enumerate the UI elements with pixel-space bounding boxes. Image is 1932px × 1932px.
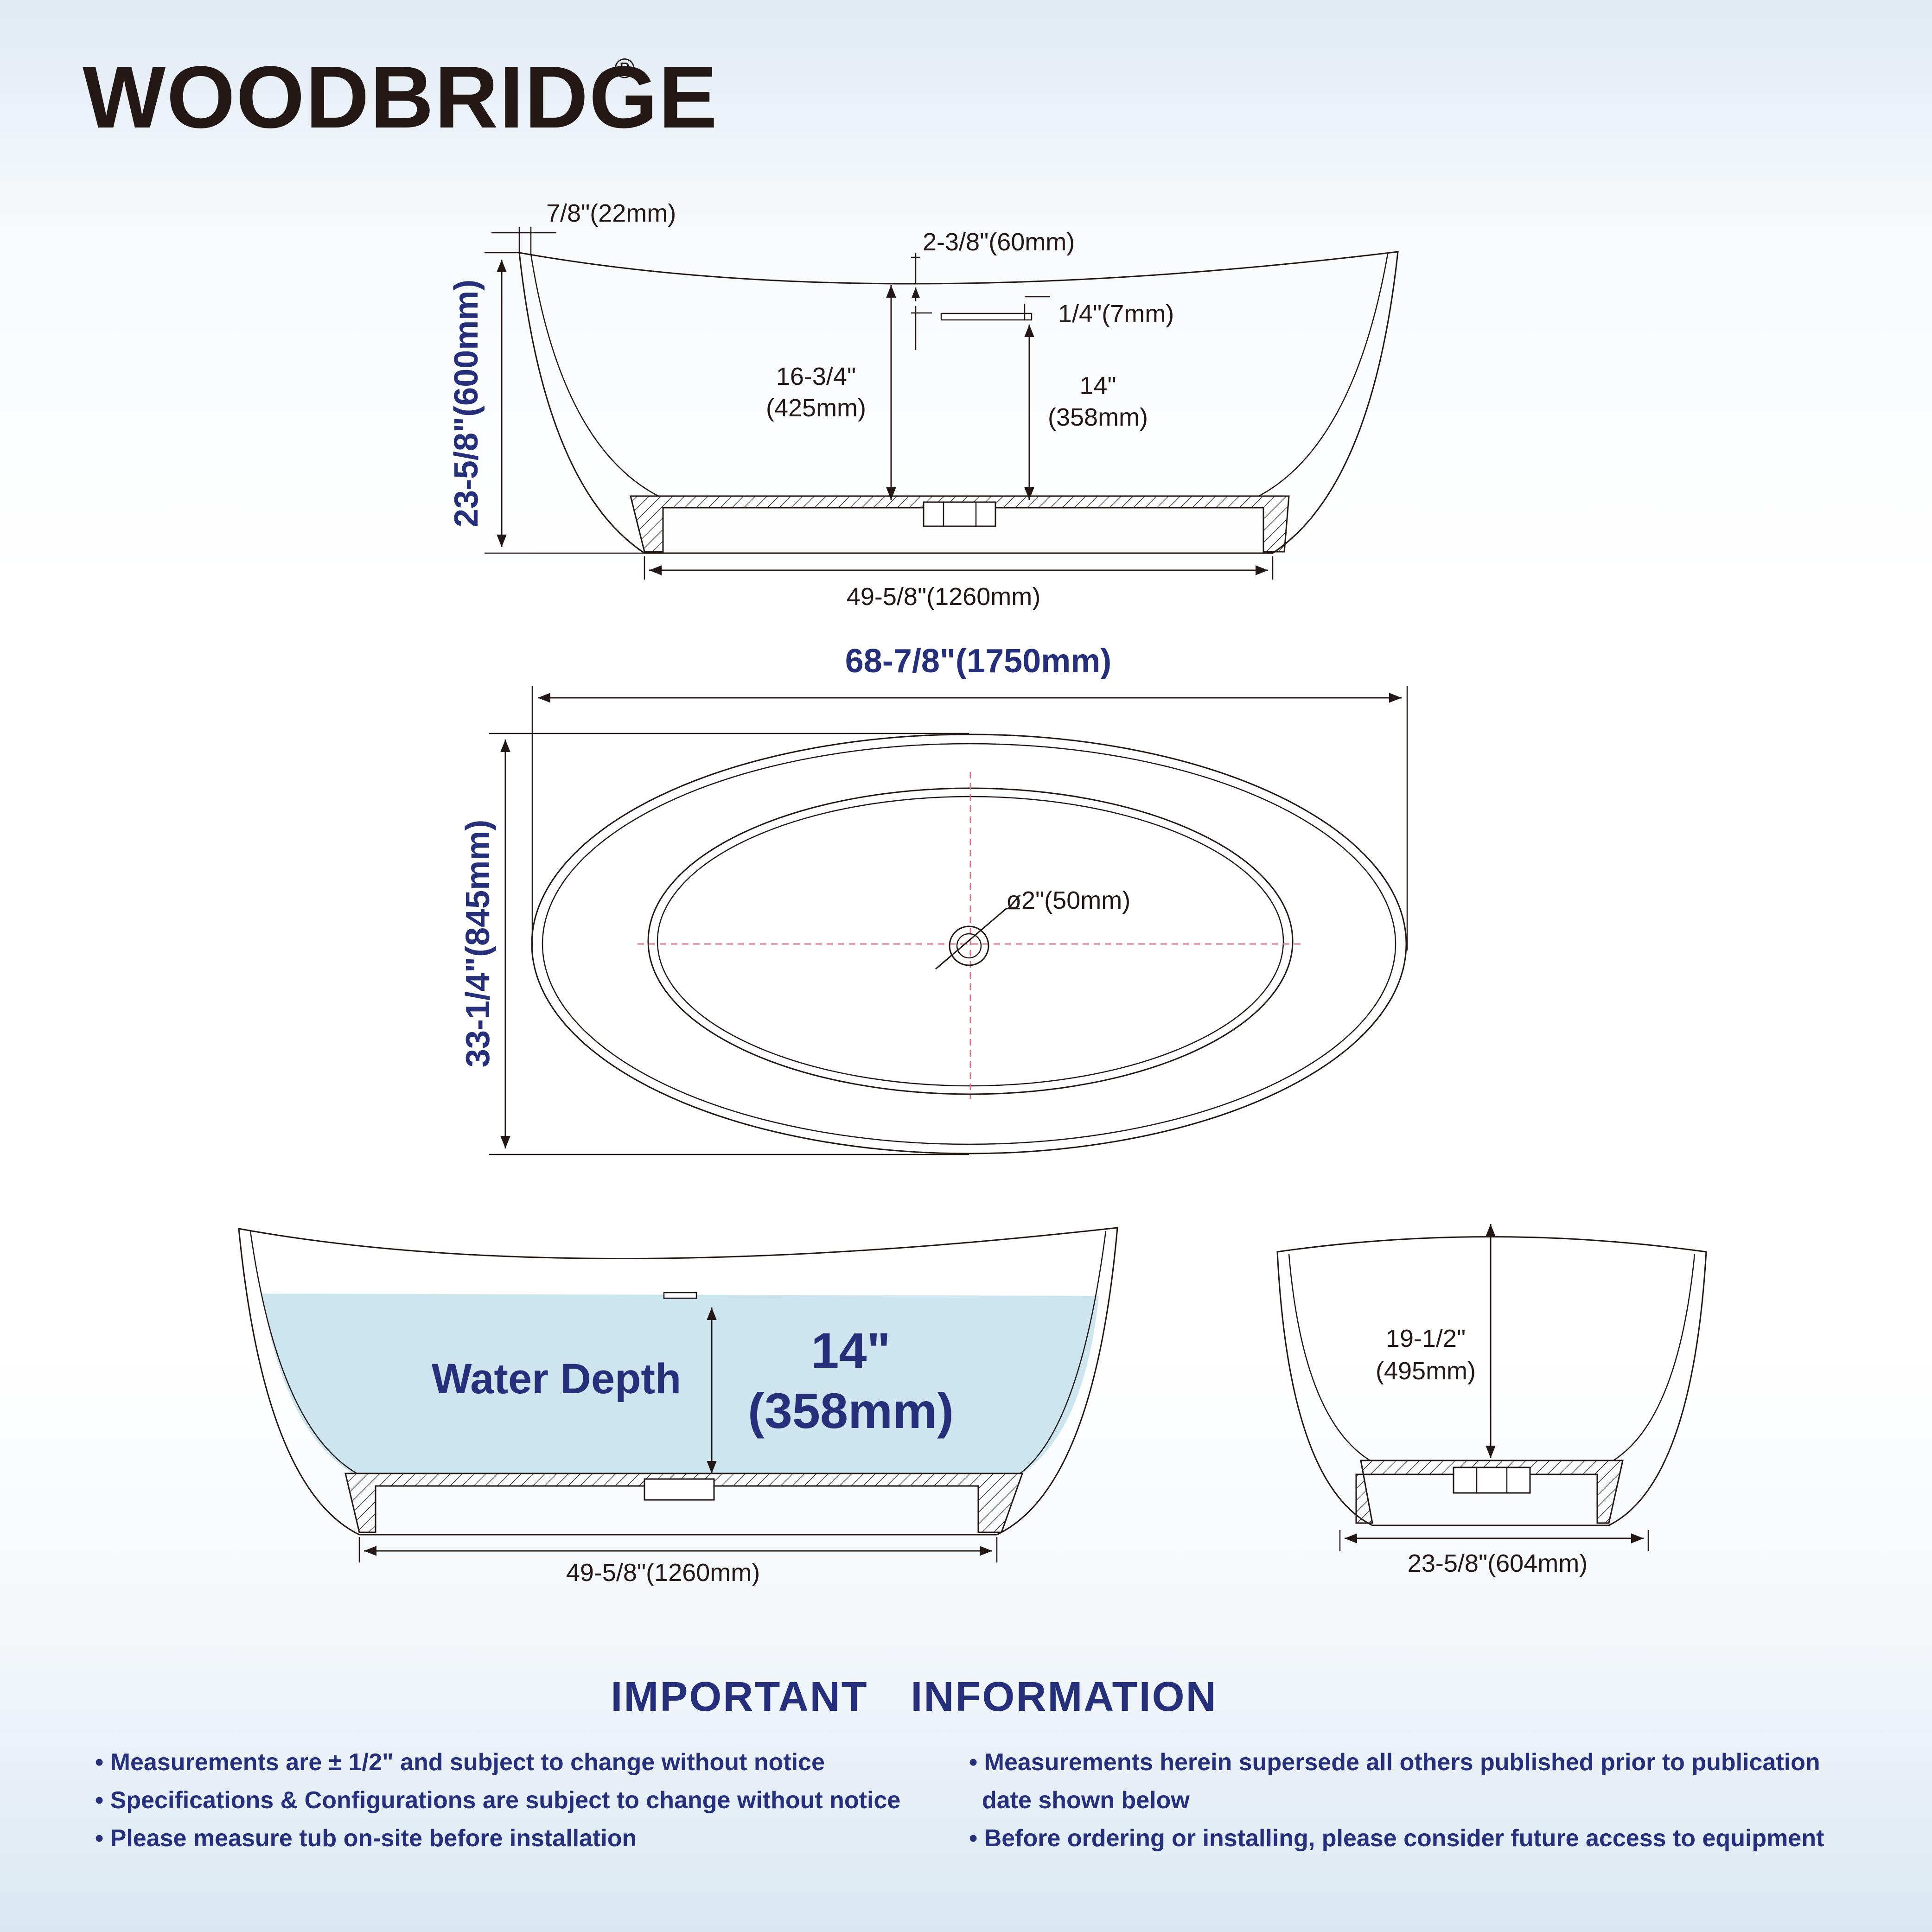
water-depth-label: Water Depth <box>432 1355 681 1403</box>
note-right-2: • Before ordering or installing, please … <box>969 1825 1824 1852</box>
end-interior-depth-metric: (495mm) <box>1376 1357 1476 1385</box>
water-depth-view: Water Depth 14" (358mm) 49-5/8"(1260mm) <box>238 1227 1118 1587</box>
interior-depth-value: 16-3/4" <box>776 363 856 390</box>
registered-mark: ® <box>614 53 635 84</box>
water-fill <box>262 1294 1099 1473</box>
brand-logo: WOODBRIDGE <box>83 48 718 147</box>
rim-thickness-label: 7/8"(22mm) <box>546 199 676 227</box>
end-view: 19-1/2" (495mm) 23-5/8"(604mm) <box>1276 1224 1707 1577</box>
end-base-width-label: 23-5/8"(604mm) <box>1408 1549 1588 1577</box>
rim-dip-label: 2-3/8"(60mm) <box>923 228 1075 256</box>
side-view: 23-5/8"(600mm) 7/8"(22mm) 2-3/8"(60mm) 1… <box>448 199 1399 611</box>
interior-depth-metric: (425mm) <box>766 394 866 422</box>
water-depth-metric: (358mm) <box>748 1383 954 1439</box>
water-base-length-label: 49-5/8"(1260mm) <box>566 1559 760 1587</box>
total-height-label: 23-5/8"(600mm) <box>448 280 485 527</box>
note-right-1: • Measurements herein supersede all othe… <box>969 1749 1820 1776</box>
overflow-gap-label: 1/4"(7mm) <box>1058 300 1174 328</box>
overall-length-label: 68-7/8"(1750mm) <box>845 643 1111 680</box>
top-view: 68-7/8"(1750mm) 33-1/4"(845mm) ø2"(50mm) <box>459 643 1408 1155</box>
overflow-height-value: 14" <box>1079 372 1116 400</box>
important-information: IMPORTANT INFORMATION • Measurements are… <box>95 1674 1824 1852</box>
end-interior-depth-value: 19-1/2" <box>1386 1325 1466 1352</box>
overall-width-label: 33-1/4"(845mm) <box>459 820 497 1067</box>
important-heading: IMPORTANT <box>611 1674 868 1720</box>
water-depth-value: 14" <box>811 1322 890 1378</box>
note-left-1: • Measurements are ± 1/2" and subject to… <box>95 1749 825 1776</box>
note-left-3: • Please measure tub on-site before inst… <box>95 1825 637 1852</box>
note-left-2: • Specifications & Configurations are su… <box>95 1787 900 1814</box>
overflow-height-metric: (358mm) <box>1048 403 1148 431</box>
drain-diameter-label: ø2"(50mm) <box>1006 886 1130 914</box>
note-right-1-cont: date shown below <box>982 1787 1190 1814</box>
information-heading: INFORMATION <box>911 1674 1217 1720</box>
side-base-length-label: 49-5/8"(1260mm) <box>847 583 1040 611</box>
